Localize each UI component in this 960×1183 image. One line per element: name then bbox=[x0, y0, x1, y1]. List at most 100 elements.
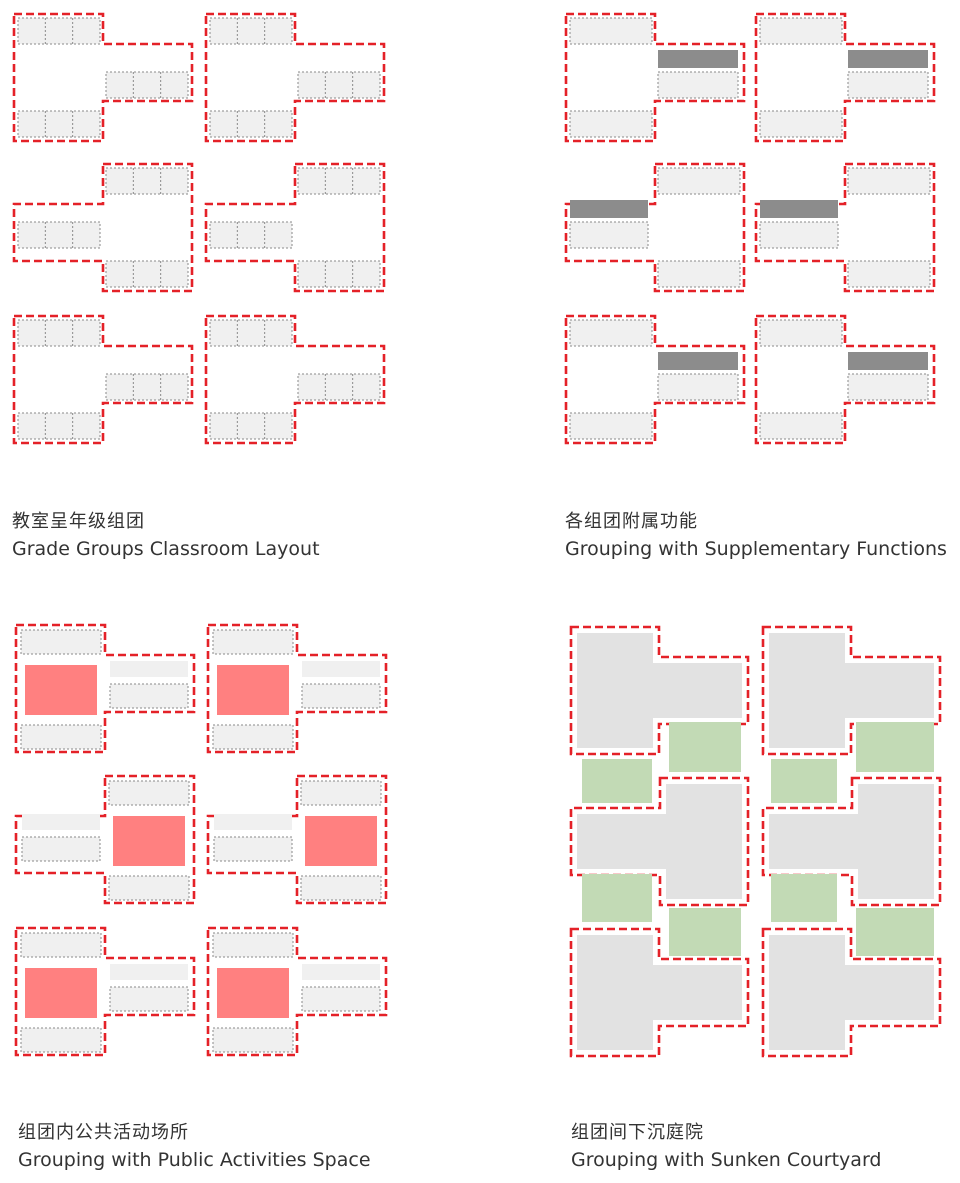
classroom-block bbox=[847, 71, 929, 99]
classroom-block bbox=[212, 1027, 294, 1053]
classroom-block bbox=[759, 221, 839, 249]
classroom-block bbox=[17, 412, 101, 440]
classroom-block bbox=[847, 167, 931, 195]
classroom-block bbox=[109, 683, 189, 709]
classroom-block bbox=[212, 629, 294, 655]
classroom-block bbox=[105, 71, 189, 99]
classroom-block bbox=[209, 17, 293, 45]
classroom-block bbox=[108, 780, 190, 806]
corridor-block bbox=[302, 661, 380, 677]
sunken-courtyard bbox=[669, 908, 741, 956]
group-boundary bbox=[12, 12, 194, 143]
group-boundary bbox=[12, 314, 194, 445]
sunken-courtyard bbox=[856, 722, 934, 772]
corridor-block bbox=[22, 814, 100, 830]
caption-en: Grade Groups Classroom Layout bbox=[12, 538, 320, 560]
building-mass bbox=[769, 935, 934, 1050]
sunken-courtyard bbox=[771, 759, 837, 803]
public-activity-space bbox=[305, 816, 377, 866]
corridor-block bbox=[110, 964, 188, 980]
group-boundary bbox=[204, 162, 386, 293]
classroom-block bbox=[759, 110, 843, 138]
classroom-block bbox=[297, 167, 381, 195]
group-boundary bbox=[206, 926, 388, 1057]
sunken-courtyard bbox=[582, 759, 652, 803]
support-block bbox=[570, 200, 648, 218]
panel-supplementary-functions bbox=[564, 12, 936, 445]
building-mass bbox=[577, 784, 742, 899]
sunken-courtyard bbox=[856, 908, 934, 956]
classroom-block bbox=[212, 724, 294, 750]
classroom-block bbox=[209, 319, 293, 347]
building-mass bbox=[769, 633, 934, 748]
group-boundary bbox=[206, 623, 388, 754]
classroom-block bbox=[17, 17, 101, 45]
classroom-block bbox=[847, 260, 931, 288]
group-boundary bbox=[14, 623, 196, 754]
classroom-block bbox=[847, 373, 929, 401]
classroom-block bbox=[569, 110, 653, 138]
building-mass bbox=[577, 935, 742, 1050]
support-block bbox=[658, 50, 738, 68]
group-boundary bbox=[14, 926, 196, 1057]
caption-zh: 各组团附属功能 bbox=[565, 511, 698, 532]
classroom-block bbox=[109, 986, 189, 1012]
public-activity-space bbox=[25, 968, 97, 1018]
classroom-block bbox=[20, 629, 102, 655]
classroom-block bbox=[759, 412, 843, 440]
classroom-block bbox=[20, 724, 102, 750]
group-boundary bbox=[754, 314, 936, 445]
sunken-courtyard bbox=[669, 722, 741, 772]
classroom-block bbox=[20, 1027, 102, 1053]
support-block bbox=[848, 352, 928, 370]
classroom-block bbox=[209, 110, 293, 138]
classroom-block bbox=[657, 71, 739, 99]
classroom-block bbox=[105, 373, 189, 401]
classroom-block bbox=[105, 167, 189, 195]
classroom-block bbox=[759, 17, 843, 45]
support-block bbox=[760, 200, 838, 218]
classroom-block bbox=[569, 412, 653, 440]
support-block bbox=[848, 50, 928, 68]
public-activity-space bbox=[217, 665, 289, 715]
caption-panel-4: 组团间下沉庭院 Grouping with Sunken Courtyard bbox=[571, 1121, 881, 1173]
panel-sunken-courtyard bbox=[569, 625, 942, 1058]
classroom-block bbox=[213, 836, 293, 862]
sunken-courtyard bbox=[771, 874, 837, 922]
classroom-block bbox=[105, 260, 189, 288]
classroom-block bbox=[20, 932, 102, 958]
public-activity-space bbox=[217, 968, 289, 1018]
group-boundary bbox=[761, 927, 942, 1058]
classroom-block bbox=[21, 836, 101, 862]
classroom-block bbox=[301, 986, 381, 1012]
caption-panel-3: 组团内公共活动场所 Grouping with Public Activitie… bbox=[18, 1121, 371, 1173]
group-boundary bbox=[569, 927, 750, 1058]
group-boundary bbox=[564, 314, 746, 445]
building-mass bbox=[769, 784, 934, 899]
classroom-block bbox=[569, 221, 649, 249]
classroom-block bbox=[108, 875, 190, 901]
classroom-block bbox=[657, 167, 741, 195]
group-boundary bbox=[12, 162, 194, 293]
group-boundary bbox=[761, 625, 942, 756]
classroom-block bbox=[759, 319, 843, 347]
group-boundary bbox=[204, 12, 386, 143]
caption-zh: 教室呈年级组团 bbox=[12, 511, 145, 532]
group-boundary bbox=[564, 12, 746, 143]
classroom-block bbox=[569, 319, 653, 347]
classroom-block bbox=[657, 260, 741, 288]
caption-en: Grouping with Supplementary Functions bbox=[565, 538, 947, 560]
public-activity-space bbox=[25, 665, 97, 715]
corridor-block bbox=[110, 661, 188, 677]
caption-en: Grouping with Sunken Courtyard bbox=[571, 1149, 882, 1171]
classroom-block bbox=[300, 780, 382, 806]
sunken-courtyard bbox=[582, 874, 652, 922]
corridor-block bbox=[302, 964, 380, 980]
group-boundary bbox=[204, 314, 386, 445]
classroom-block bbox=[209, 221, 293, 249]
classroom-block bbox=[209, 412, 293, 440]
panel-grade-groups bbox=[12, 12, 386, 445]
building-mass bbox=[577, 633, 742, 748]
classroom-block bbox=[17, 110, 101, 138]
caption-zh: 组团间下沉庭院 bbox=[571, 1122, 704, 1143]
